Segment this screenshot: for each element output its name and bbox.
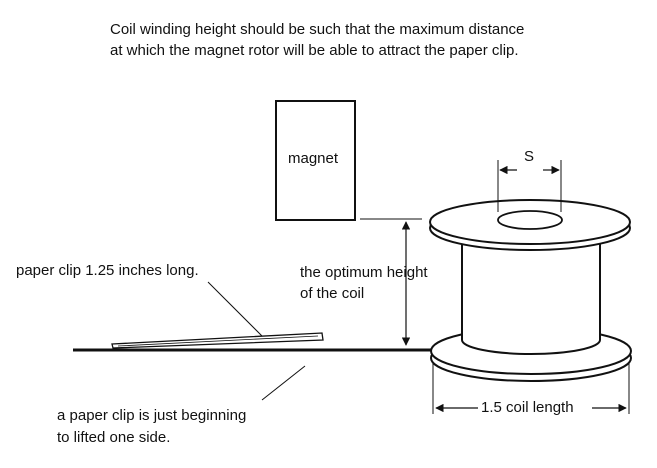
title-line-2: at which the magnet rotor will be able t… — [110, 42, 519, 59]
coil-core-hole — [497, 210, 563, 230]
optimum-height-label-line-1: the optimum height — [300, 264, 428, 281]
clip-lifting-label-line-1: a paper clip is just beginning — [57, 407, 247, 424]
optimum-height-label-line-2: of the coil — [300, 285, 365, 302]
coil-body — [461, 227, 601, 355]
clip-lift-leader — [261, 365, 306, 401]
paper-clip — [111, 332, 324, 349]
magnet-label: magnet — [288, 150, 339, 167]
clip-lifting-label-line-2: to lifted one side. — [57, 429, 171, 446]
title-line-1: Coil winding height should be such that … — [110, 21, 525, 38]
paper-clip-leader — [207, 281, 263, 337]
s-dimension-label: S — [524, 148, 535, 165]
coil-length-label: 1.5 coil length — [481, 399, 574, 416]
paper-clip-length-label: paper clip 1.25 inches long. — [16, 262, 199, 279]
magnet-block — [275, 100, 356, 221]
